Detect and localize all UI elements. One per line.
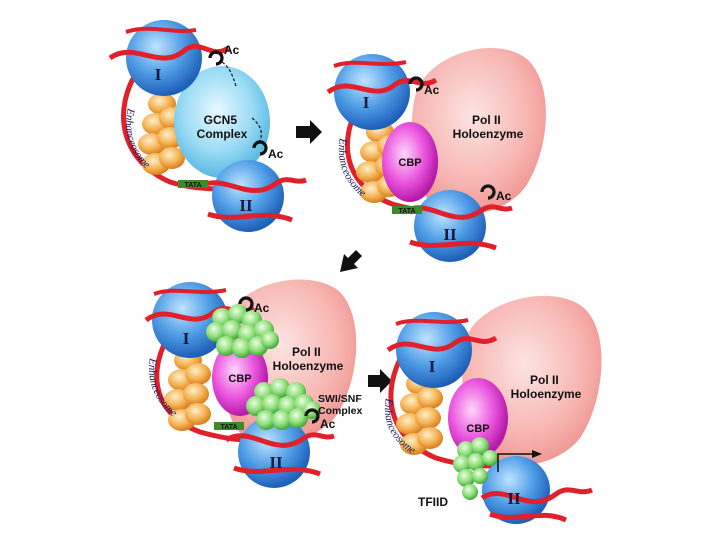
dna-wrap — [489, 511, 568, 523]
dna-wrap — [194, 177, 307, 194]
nucleosome-ii-label: II — [443, 225, 457, 244]
tata-label: TATA — [220, 424, 237, 431]
dna-wrap — [409, 239, 497, 251]
dna-wrap — [480, 487, 593, 505]
swi-snf-cluster — [206, 304, 279, 358]
ac-label-top: Ac — [224, 43, 240, 57]
ac-label-top: Ac — [424, 83, 440, 97]
tata-label: TATA — [184, 182, 201, 189]
gcn5-label: GCN5 Complex — [197, 113, 248, 141]
panel-3: CBP TATA I II Pol II Holoenzyme SWI/SNF — [144, 279, 365, 488]
gcn5-complex — [174, 66, 270, 178]
nucleosome-i-label: I — [155, 65, 162, 84]
nucleosome-i-label: I — [363, 93, 370, 112]
nucleosome-ii-label: II — [239, 196, 253, 215]
dna-wrap — [233, 465, 321, 477]
step-arrow-right — [296, 120, 322, 144]
cbp-label: CBP — [398, 157, 421, 169]
dna-wrap — [333, 60, 407, 68]
arrowhead-icon — [532, 450, 542, 458]
tata-box — [178, 180, 208, 188]
tata-box — [392, 206, 422, 214]
panel-2: CBP TATA I II Pol II Holoenzyme Ac Ac En… — [326, 47, 546, 262]
tfiid-label: TFIID — [418, 495, 448, 509]
ac-label-bottom: Ac — [320, 417, 336, 431]
cbp-label: CBP — [228, 373, 251, 385]
acetylation-arrow — [221, 61, 237, 87]
dna-wrap — [153, 288, 227, 296]
dna-wrap — [395, 318, 469, 326]
dna-wrap — [402, 204, 513, 220]
step-arrow-right — [368, 369, 392, 393]
panel-1: TATA I II GCN5 Complex Ac Ac Enhanceosom… — [108, 20, 307, 232]
dna-wrap — [386, 335, 498, 353]
cbp-label: CBP — [466, 423, 489, 435]
nucleosome-ii — [482, 456, 550, 524]
tfiid-cluster — [453, 437, 498, 500]
holoenzyme — [412, 47, 546, 215]
ac-label-top: Ac — [254, 301, 270, 315]
ac-label-bottom: Ac — [496, 189, 512, 203]
holoenzyme-label: Pol II Holoenzyme — [453, 113, 524, 141]
dna-wrap — [207, 211, 293, 223]
cbp-protein — [382, 122, 438, 202]
ac-label-bottom: Ac — [268, 147, 284, 161]
swi-snf-label: SWI/SNF Complex — [318, 393, 365, 417]
holoenzyme-label: Pol II Holoenzyme — [511, 373, 582, 401]
transcription-start-arrow — [497, 453, 532, 472]
nucleosome-i-label: I — [183, 329, 190, 348]
tata-box — [214, 422, 244, 430]
panel-4: CBP I II Pol II Holoenzyme TFIID Enhance… — [382, 295, 602, 524]
nucleosome-ii-label: II — [507, 489, 521, 508]
dna-wrap — [224, 432, 335, 448]
cbp-protein — [448, 378, 508, 458]
nucleosome-ii-label: II — [269, 453, 283, 472]
dna-wrap — [125, 26, 197, 34]
tata-label: TATA — [398, 208, 415, 215]
nucleosome-i-label: I — [429, 357, 436, 376]
holoenzyme-label: Pol II Holoenzyme — [273, 345, 344, 373]
step-arrow-down-left — [340, 250, 362, 272]
acetylation-arrow — [251, 117, 262, 145]
